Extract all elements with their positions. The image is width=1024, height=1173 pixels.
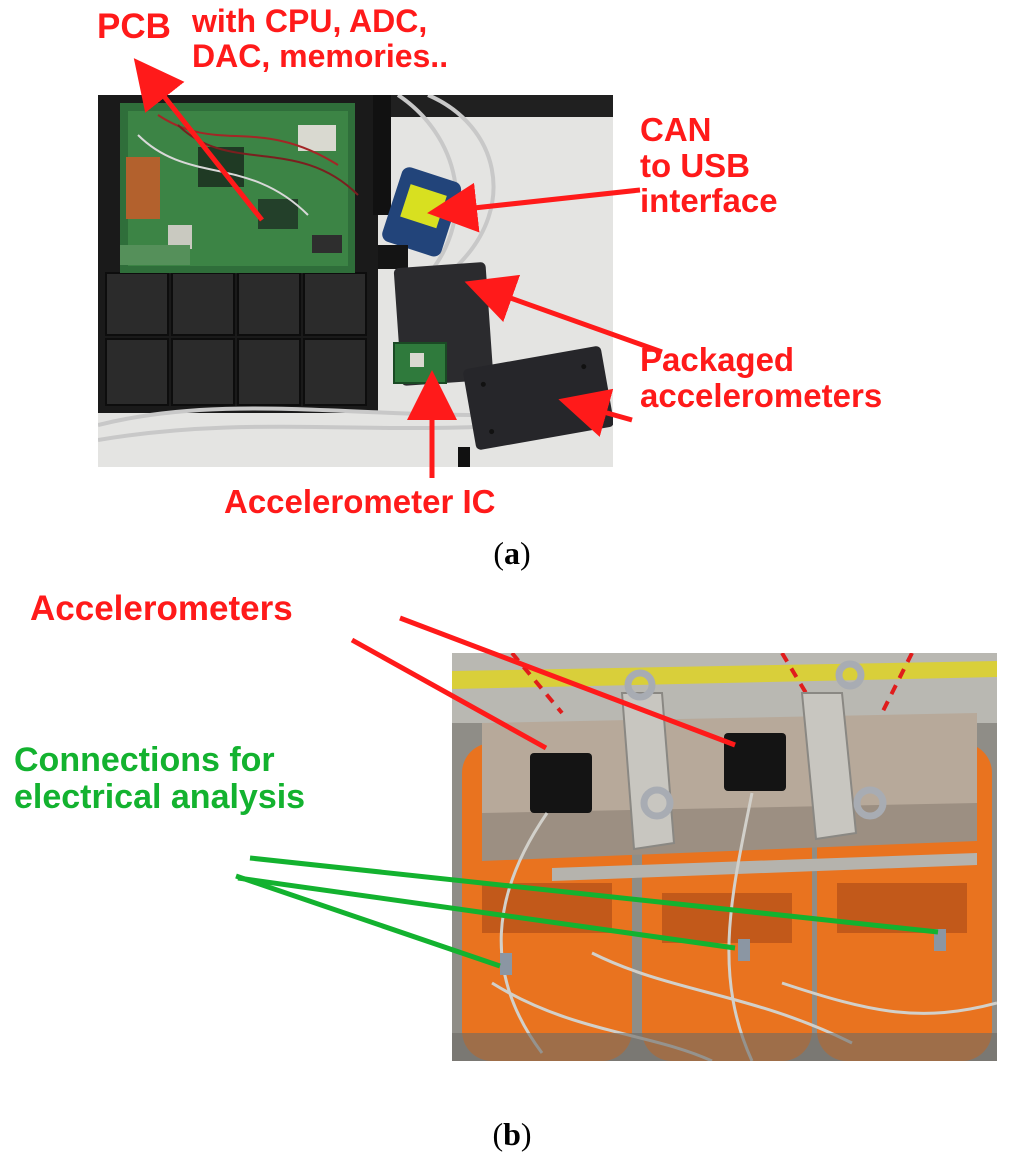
caption-b: (b) (492, 1116, 532, 1152)
label-can-usb: CAN to USB interface (640, 111, 778, 220)
label-pcb: PCB (97, 7, 171, 46)
label-pcb-detail: with CPU, ADC, DAC, memories.. (192, 3, 449, 74)
pointer-connection-1 (235, 873, 501, 969)
pointer-connection-2 (237, 875, 736, 951)
panel-a-photo (98, 95, 613, 467)
caption-a: (a) (493, 535, 531, 571)
label-accelerometer-ic: Accelerometer IC (224, 483, 496, 520)
label-packaged-accelerometers: Packaged accelerometers (640, 341, 883, 414)
caption-b-letter: b (503, 1116, 521, 1152)
arrow-packaged-1 (464, 274, 663, 355)
label-connections: Connections for electrical analysis (14, 741, 306, 816)
arrow-pcb (133, 58, 264, 222)
arrow-can-usb (427, 182, 641, 233)
arrow-packaged-2 (558, 388, 633, 437)
pointer-connection-3 (249, 855, 939, 935)
caption-a-letter: a (504, 535, 520, 571)
label-accelerometers: Accelerometers (30, 589, 293, 628)
pointer-accelerometer-1 (350, 637, 548, 751)
pointer-accelerometer-2 (399, 615, 736, 748)
